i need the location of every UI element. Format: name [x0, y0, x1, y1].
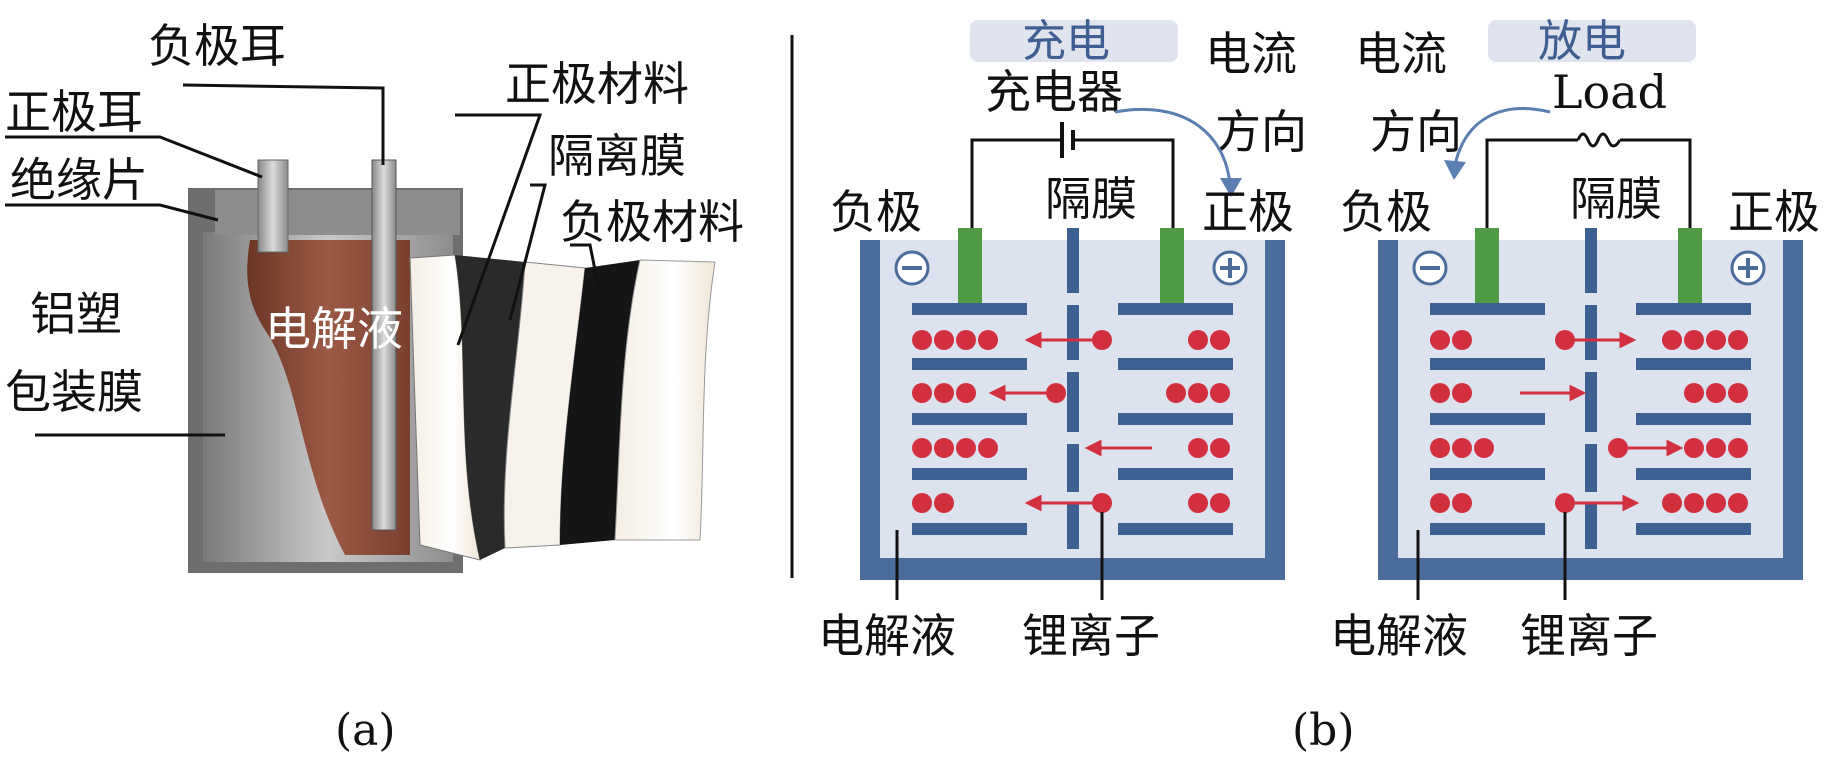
discharge-electrolyte-label: 电解液 [1330, 609, 1468, 663]
label-negative-tab: 负极耳 [148, 19, 286, 73]
charge-separator [1067, 228, 1079, 549]
charge-positive-terminal [1160, 228, 1184, 303]
label-pouch-line1: 铝塑 [30, 287, 122, 341]
discharge-positive-terminal [1678, 228, 1702, 303]
discharge-header-tab [1488, 20, 1696, 62]
label-cathode-material: 正极材料 [505, 57, 689, 111]
caption-a: (a) [335, 705, 396, 756]
panel-b: 充电 充电器 电流 方向 负极 隔膜 正极 [818, 16, 1820, 756]
charge-current-line1: 电流 [1205, 27, 1297, 81]
charge-li-ion-label: 锂离子 [1022, 609, 1160, 663]
charge-ions [912, 330, 1230, 513]
charge-cell: 充电 充电器 电流 方向 负极 隔膜 正极 [818, 16, 1307, 663]
discharge-ion-arrows [1520, 331, 1684, 512]
panel-a: 负极耳 正极耳 绝缘片 铝塑 包装膜 电解液 正极材料 隔离膜 负极材料 (a) [5, 19, 744, 756]
panel-a-leader-lines [5, 83, 600, 437]
charge-header: 充电 [1022, 16, 1110, 67]
charge-header-tab [970, 20, 1178, 62]
discharge-current-arrowhead [1444, 160, 1466, 180]
label-insulator: 绝缘片 [10, 153, 148, 207]
charge-positive-label: 正极 [1202, 185, 1294, 239]
discharge-minus-symbol [1412, 250, 1448, 286]
charge-separator-label: 隔膜 [1045, 172, 1137, 226]
label-pouch-line2: 包装膜 [5, 365, 143, 419]
charge-plus-symbol [1212, 250, 1248, 286]
load-label: Load [1552, 65, 1667, 119]
discharge-positive-plates [1636, 303, 1751, 535]
discharge-header: 放电 [1538, 16, 1626, 67]
discharge-separator-label: 隔膜 [1570, 172, 1662, 226]
charge-circuit-wire [970, 138, 1175, 228]
discharge-positive-label: 正极 [1728, 185, 1820, 239]
label-separator-a: 隔离膜 [548, 129, 686, 183]
label-anode-material: 负极材料 [560, 195, 744, 249]
charge-current-line2: 方向 [1215, 105, 1307, 159]
charge-minus-symbol [894, 250, 930, 286]
charge-ion-arrows [988, 331, 1152, 512]
discharge-circuit-wire [1485, 138, 1692, 228]
charger-label: 充电器 [985, 65, 1123, 119]
load-resistor-icon [1576, 132, 1622, 148]
discharge-li-ion-label: 锂离子 [1520, 609, 1658, 663]
charge-negative-terminal [958, 228, 982, 303]
discharge-current-arrow [1453, 107, 1551, 166]
charge-negative-plates [912, 303, 1027, 535]
discharge-cell: 放电 Load 电流 方向 负极 隔膜 正极 [1330, 16, 1820, 663]
caption-b: (b) [1292, 705, 1355, 756]
charge-negative-label: 负极 [830, 185, 922, 239]
label-positive-tab: 正极耳 [5, 85, 143, 139]
charge-positive-plates [1118, 303, 1233, 535]
charge-electrolyte-label: 电解液 [818, 609, 956, 663]
charge-current-arrowhead [1220, 178, 1242, 197]
discharge-current-line1: 电流 [1355, 27, 1447, 81]
discharge-negative-terminal [1475, 228, 1499, 303]
label-electrolyte-a: 电解液 [265, 302, 403, 356]
discharge-ions [1430, 330, 1748, 513]
discharge-plus-symbol [1730, 250, 1766, 286]
discharge-separator [1585, 228, 1597, 549]
pouch-cell-illustration [188, 159, 716, 573]
discharge-negative-plates [1430, 303, 1545, 535]
discharge-current-line2: 方向 [1370, 105, 1462, 159]
charge-current-arrow [1114, 107, 1232, 186]
discharge-negative-label: 负极 [1340, 185, 1432, 239]
